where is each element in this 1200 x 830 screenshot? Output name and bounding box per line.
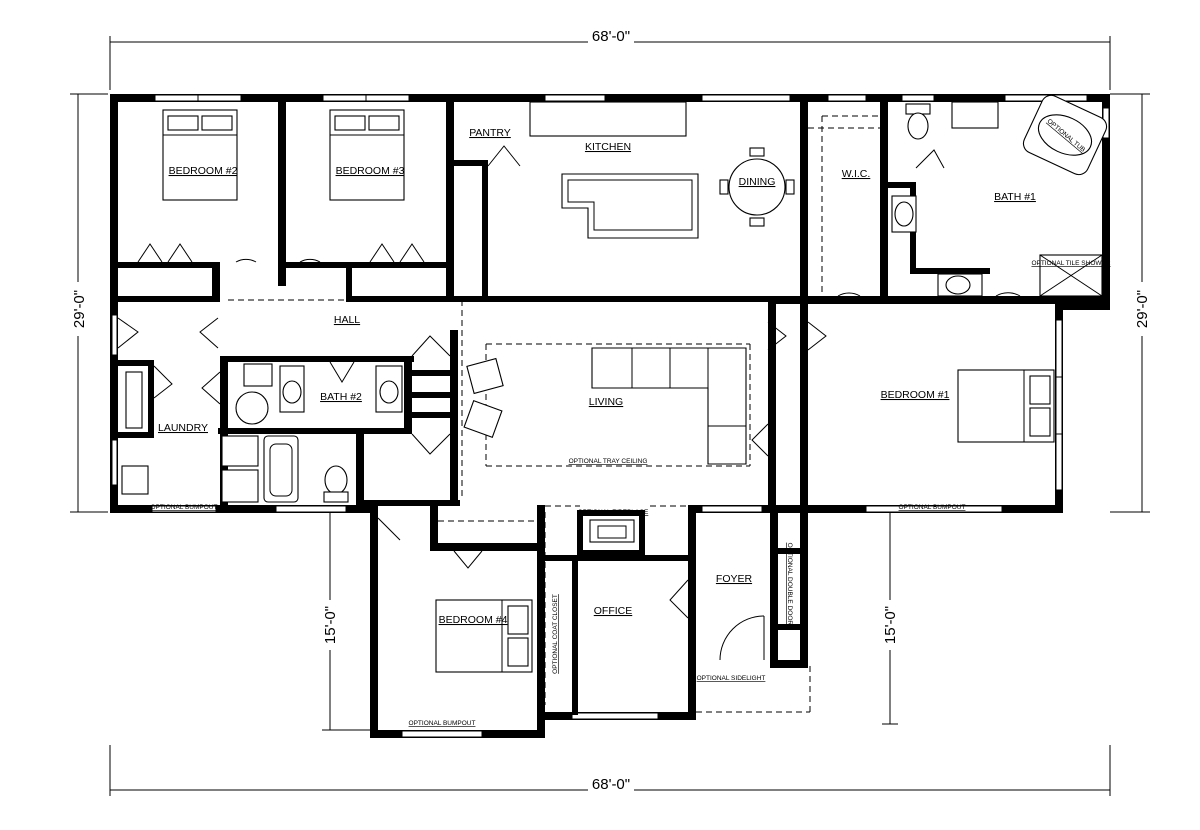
bath2-label: BATH #2 <box>320 391 362 403</box>
laundry-fixtures <box>121 371 259 503</box>
bath1-toilet <box>905 103 931 140</box>
dimension-labels: 68'-0" 68'-0" 29'-0" 29'-0" 15'-0" 15'-0… <box>68 28 1151 793</box>
living-chairs <box>463 357 504 438</box>
laundry-bumpout-note: OPTIONAL BUMPOUT <box>151 504 218 511</box>
bedroom3-label: BEDROOM #3 <box>336 165 405 177</box>
fireplace <box>589 519 635 543</box>
hall-label: HALL <box>334 314 360 326</box>
bedroom1-bumpout-note: OPTIONAL BUMPOUT <box>899 504 966 511</box>
foyer-label: FOYER <box>716 573 753 585</box>
wic-label: W.I.C. <box>842 168 871 180</box>
optional-double-doors-note: OPTIONAL DOUBLE DOORS <box>786 543 793 630</box>
room-labels: BEDROOM #2 BEDROOM #3 PANTRY KITCHEN DIN… <box>158 127 1036 626</box>
windows <box>111 94 1110 738</box>
optional-fireplace-note: OPTIONAL FIREPLACE <box>578 509 649 516</box>
bedroom3-bed <box>329 109 405 201</box>
right-depth-dimension: 29'-0" <box>1134 290 1151 328</box>
bath1-counter <box>951 101 999 129</box>
dining-table <box>719 147 795 227</box>
bath1-sinks <box>891 195 983 297</box>
bedroom2-label: BEDROOM #2 <box>169 165 238 177</box>
dining-label: DINING <box>739 176 776 188</box>
kitchen-counter <box>529 101 687 137</box>
bedroom4-bed <box>435 599 533 673</box>
optional-coat-closet-note: OPTIONAL COAT CLOSET <box>552 594 559 674</box>
laundry-label: LAUNDRY <box>158 422 208 434</box>
bath1-label: BATH #1 <box>994 191 1036 203</box>
bottom-width-dimension: 68'-0" <box>592 776 630 793</box>
door-swings <box>117 145 1021 661</box>
living-label: LIVING <box>589 396 623 408</box>
optional-tray-ceiling-note: OPTIONAL TRAY CEILING <box>569 458 648 465</box>
bedroom2-bed <box>162 109 238 201</box>
top-width-dimension: 68'-0" <box>592 28 630 45</box>
bedroom4-label: BEDROOM #4 <box>439 614 508 626</box>
right-lower-depth-dimension: 15'-0" <box>882 606 899 644</box>
optional-sidelight-note: OPTIONAL SIDELIGHT <box>697 675 766 682</box>
living-sectional <box>591 347 747 465</box>
bath2-fixtures <box>235 363 403 503</box>
kitchen-label: KITCHEN <box>585 141 631 153</box>
bedroom1-label: BEDROOM #1 <box>881 389 950 401</box>
bath1-tub <box>1022 94 1108 176</box>
bath1-shower <box>1039 254 1103 297</box>
left-depth-dimension: 29'-0" <box>71 290 88 328</box>
bedroom1-bed <box>957 369 1055 443</box>
optional-tile-shower-note: OPTIONAL TILE SHOWER <box>1031 260 1110 267</box>
interior-walls <box>118 100 1110 715</box>
office-label: OFFICE <box>594 605 633 617</box>
left-lower-depth-dimension: 15'-0" <box>322 606 339 644</box>
pantry-label: PANTRY <box>469 127 511 139</box>
bedroom4-bumpout-note: OPTIONAL BUMPOUT <box>409 720 476 727</box>
kitchen-island <box>561 173 699 239</box>
